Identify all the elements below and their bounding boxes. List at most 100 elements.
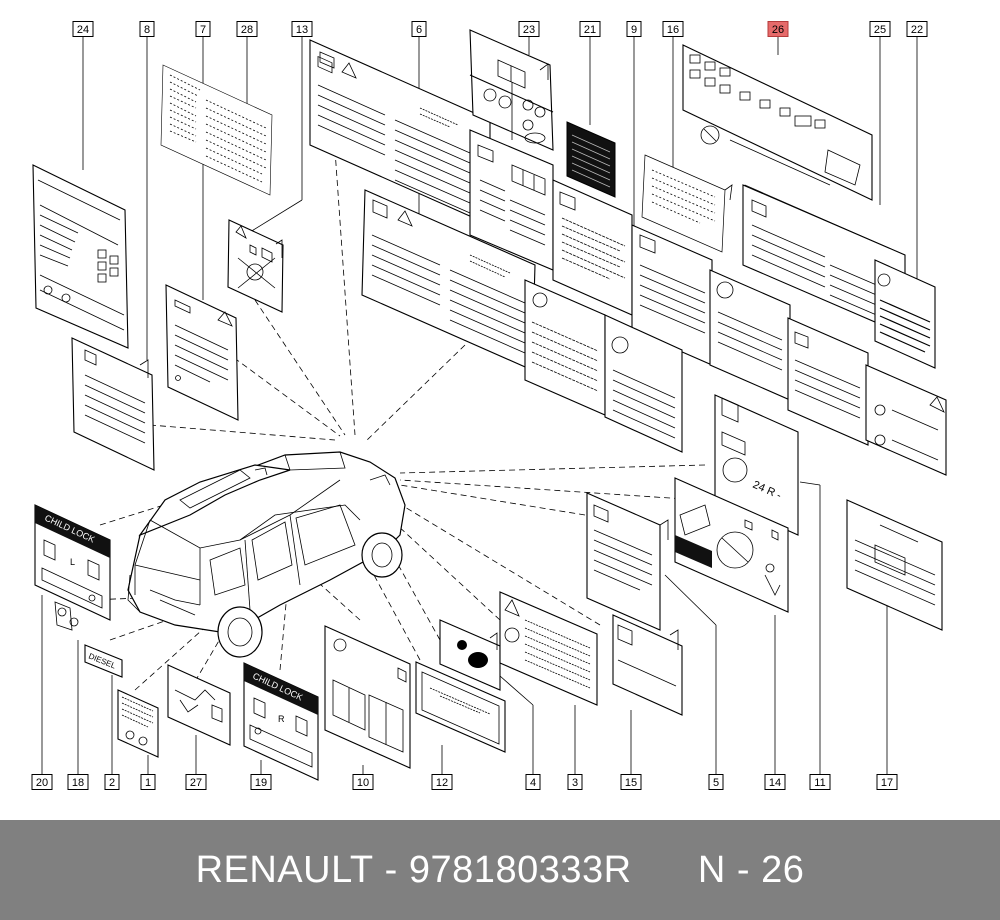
callout-27: 27 (185, 774, 207, 790)
label-3 (499, 591, 598, 706)
callout-12: 12 (431, 774, 453, 790)
label-mid-b (604, 314, 683, 453)
label-21 (566, 121, 616, 198)
callout-15: 15 (620, 774, 642, 790)
label-14 (674, 477, 789, 613)
callout-label: 17 (881, 777, 893, 789)
label-9 (552, 179, 633, 316)
label-18 (54, 601, 79, 631)
callout-label: 21 (584, 24, 596, 36)
label-16 (641, 154, 733, 253)
callout-label: 19 (255, 777, 267, 789)
leader-lines (41, 37, 918, 775)
label-10 (324, 625, 411, 769)
callout-label: 15 (625, 777, 637, 789)
label-mid-c (709, 269, 791, 401)
label-13 (227, 219, 284, 313)
callout-label: 14 (769, 777, 781, 789)
callout-6: 6 (411, 21, 427, 37)
callout-label: 2 (109, 777, 115, 789)
label-28 (160, 64, 273, 196)
callout-label: 20 (36, 777, 48, 789)
callout-23: 23 (518, 21, 540, 37)
callout-label: 5 (713, 777, 719, 789)
label-mid-a (524, 279, 606, 416)
spacer (632, 849, 698, 892)
label-4 (439, 619, 501, 691)
label-2: DIESEL (84, 644, 123, 678)
callout-26: 26 (767, 21, 789, 37)
label-6 (309, 39, 491, 226)
callout-16: 16 (662, 21, 684, 37)
callout-17: 17 (876, 774, 898, 790)
label-12 (415, 661, 506, 753)
label-1 (117, 689, 159, 758)
callout-25: 25 (869, 21, 891, 37)
callout-9: 9 (626, 21, 642, 37)
label-27 (167, 664, 231, 746)
label-11: 24 R - (714, 394, 799, 536)
label-22 (874, 259, 936, 369)
callout-label: 1 (145, 777, 151, 789)
label-23 (469, 29, 554, 151)
callout-label: 12 (436, 777, 448, 789)
part-number: 978180333R (408, 848, 632, 891)
callout-label: 25 (874, 24, 886, 36)
labels-exploded-diagram: 24 R - CHILD LOCK L (31, 21, 947, 790)
car-illustration (127, 451, 406, 658)
callout-3: 3 (567, 774, 583, 790)
label-19: CHILD LOCK R (243, 662, 319, 781)
callout-label: 7 (200, 24, 206, 36)
callout-label: 10 (357, 777, 369, 789)
callout-21: 21 (579, 21, 601, 37)
callout-label: 11 (814, 777, 825, 789)
separator: - (373, 848, 409, 891)
callout-label: 16 (667, 24, 679, 36)
label-20: CHILD LOCK L (34, 504, 111, 621)
callout-20: 20 (31, 774, 53, 790)
label-24 (32, 164, 129, 349)
footer-bar: RENAULT - 978180333R N - 26 (0, 820, 1000, 920)
callout-14: 14 (764, 774, 786, 790)
callout-label: 22 (911, 24, 923, 36)
callout-label: 28 (241, 24, 253, 36)
callout-13: 13 (291, 21, 313, 37)
callout-label: 27 (190, 777, 202, 789)
callout-label: 13 (296, 24, 308, 36)
label-8 (71, 337, 155, 471)
callout-1: 1 (140, 774, 156, 790)
callout-label: 26 (772, 24, 784, 36)
lock-letter-l: L (70, 557, 75, 567)
callout-10: 10 (352, 774, 374, 790)
brand-name: RENAULT (195, 848, 374, 891)
callout-label: 4 (530, 777, 536, 789)
callout-label: 6 (416, 24, 422, 36)
label-mid-d (787, 317, 869, 446)
label-17 (846, 499, 943, 631)
callout-28: 28 (236, 21, 258, 37)
label-9-right (631, 224, 713, 366)
label-7 (165, 284, 239, 421)
callout-18: 18 (67, 774, 89, 790)
label-5 (586, 492, 669, 631)
callout-label: 24 (77, 24, 89, 36)
position-label: N - 26 (697, 848, 805, 891)
callout-22: 22 (906, 21, 928, 37)
callout-4: 4 (525, 774, 541, 790)
callout-2: 2 (104, 774, 120, 790)
callout-label: 18 (72, 777, 84, 789)
label-15 (612, 614, 683, 716)
callout-19: 19 (250, 774, 272, 790)
callout-label: 3 (572, 777, 578, 789)
lock-letter-r: R (278, 714, 285, 724)
label-26 (682, 44, 873, 201)
callout-5: 5 (708, 774, 724, 790)
callout-7: 7 (195, 21, 211, 37)
label-mid-e (865, 364, 947, 476)
callout-label: 8 (144, 24, 150, 36)
callout-label: 9 (631, 24, 637, 36)
callout-8: 8 (139, 21, 155, 37)
callout-24: 24 (72, 21, 94, 37)
callout-11: 11 (809, 774, 831, 790)
